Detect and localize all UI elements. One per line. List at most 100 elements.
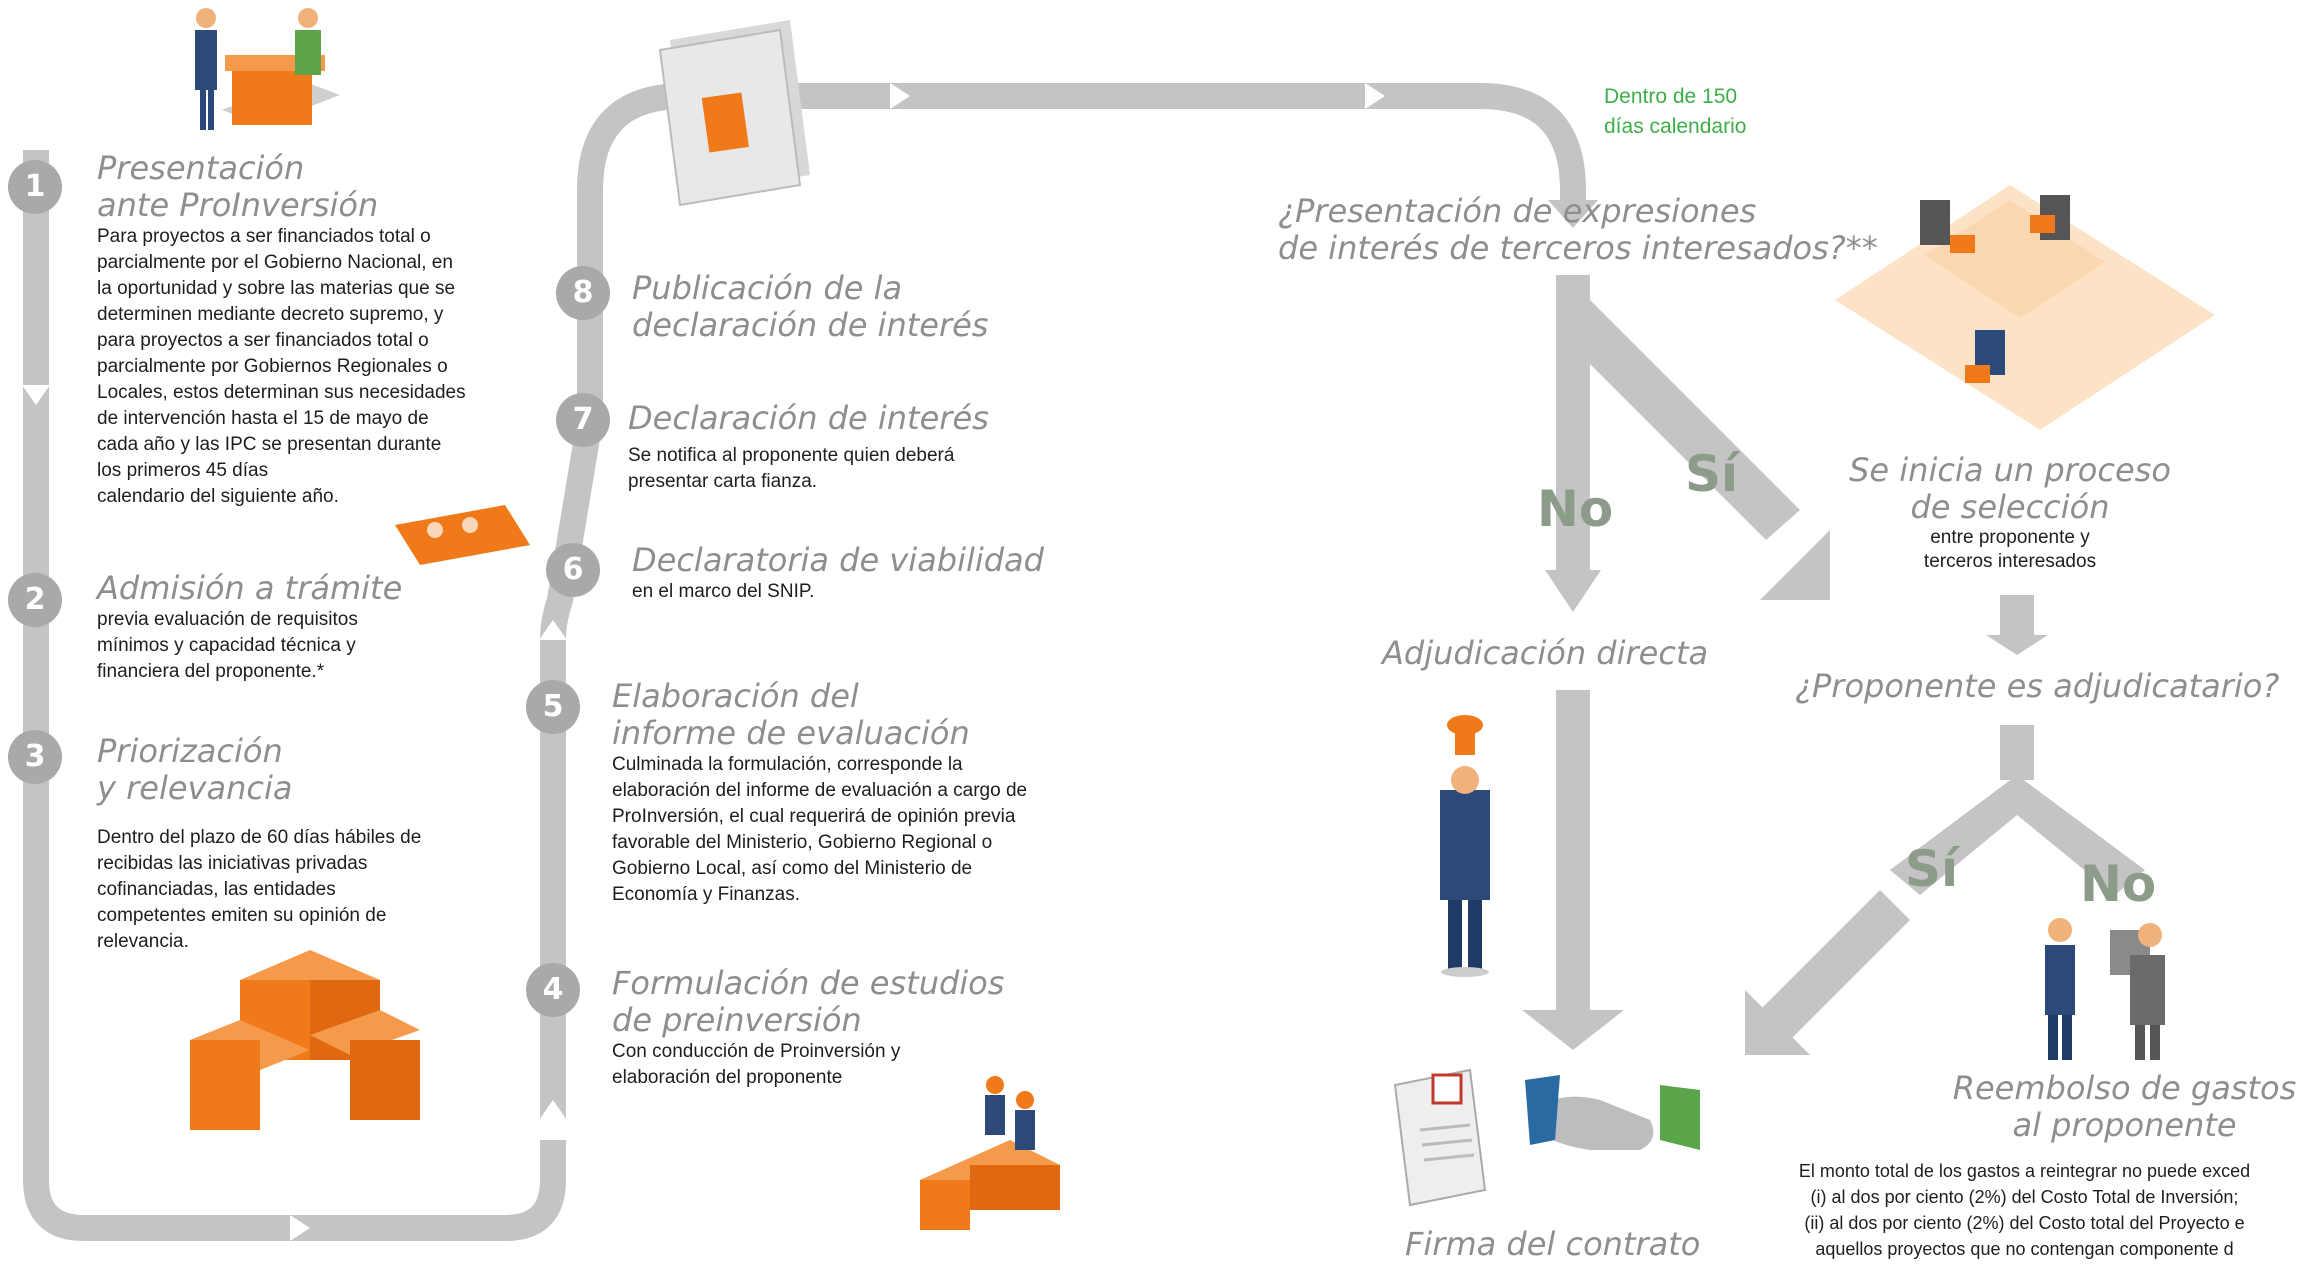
reimbursement-illustration <box>2045 918 2165 1060</box>
presentation-illustration <box>195 8 340 130</box>
step-7-body-line: Se notifica al proponente quien deberá <box>628 444 955 466</box>
arrow-head-q1 <box>1548 200 1598 228</box>
step-4-title-line-1: Formulación de estudios <box>612 964 1005 1002</box>
branch-2-si: Sí <box>1905 840 1959 898</box>
newspaper-illustration <box>658 20 810 207</box>
step-4: Formulación de estudios de preinversión … <box>612 965 1072 1091</box>
question-proponent-winner: ¿Proponente es adjudicatario? <box>1795 667 2280 705</box>
trophy-illustration <box>1440 715 1490 977</box>
selection-sub-line-2: terceros interesados <box>1923 550 2097 572</box>
q2-split-right <box>2017 775 2145 895</box>
step-3-body-line: competentes emiten su opinión de <box>97 904 387 926</box>
step-1-body-line: parcialmente por el Gobierno Nacional, e… <box>97 251 453 273</box>
award-arrow-head <box>1522 1010 1624 1050</box>
step-1: Presentación ante ProInversión Para proy… <box>97 150 537 510</box>
step-5: Elaboración del informe de evaluación Cu… <box>612 678 1112 908</box>
selection-sub-line-1: entre proponente y <box>1930 526 2090 548</box>
step-5-badge: 5 <box>526 680 580 734</box>
step-1-body-line: los primeros 45 días <box>97 459 269 481</box>
flow-path-middle <box>540 83 1586 1120</box>
direct-award: Adjudicación directa <box>1382 634 1709 672</box>
no-arrow-head <box>1545 570 1601 612</box>
step-1-body-line: cada año y las IPC se presentan durante <box>97 433 442 455</box>
step-6-title: Declaratoria de viabilidad <box>632 541 1044 579</box>
step-6-badge: 6 <box>546 543 600 597</box>
step-2: Admisión a trámite previa evaluación de … <box>97 570 517 685</box>
deadline-line-1: Dentro de 150 <box>1604 85 1738 108</box>
chevron-left-1 <box>22 385 50 405</box>
step-5-body-line: favorable del Ministerio, Gobierno Regio… <box>612 831 993 853</box>
step-5-body-line: ProInversión, el cual requerirá de opini… <box>612 805 1016 827</box>
step-5-body-line: Culminada la formulación, corresponde la <box>612 753 963 775</box>
step-1-body-line: Para proyectos a ser financiados total o <box>97 225 431 247</box>
step-7: Declaración de interés Se notifica al pr… <box>628 400 1068 495</box>
reimbursement-title-line-1: Reembolso de gastos <box>1952 1069 2297 1107</box>
si2-arrow-head <box>1745 990 1810 1055</box>
step-2-body-line: previa evaluación de requisitos <box>97 608 358 630</box>
step-3-title-line-1: Priorización <box>97 732 283 770</box>
selection-grid-illustration <box>1835 185 2215 430</box>
step-8-title-line-2: declaración de interés <box>632 305 989 344</box>
question-1-line-2: de interés de terceros interesados?** <box>1278 228 1878 267</box>
contract-signing: Firma del contrato <box>1405 1225 1701 1263</box>
deadline-note: Dentro de 150 días calendario <box>1604 82 1746 142</box>
chevron-up-2 <box>539 620 567 640</box>
reimbursement-body: El monto total de los gastos a reintegra… <box>1750 1158 2299 1262</box>
step-4-badge: 4 <box>526 963 580 1017</box>
branch-2-no: No <box>2080 855 2157 913</box>
branch-1-no: No <box>1537 480 1614 538</box>
step-1-body-line: de intervención hasta el 15 de mayo de <box>97 407 429 429</box>
step-3-badge: 3 <box>8 730 62 784</box>
step-1-body-line: parcialmente por Gobiernos Regionales o <box>97 355 448 377</box>
step-7-body: Se notifica al proponente quien deberá p… <box>628 443 1068 495</box>
reimbursement-body-line: (i) al dos por ciento (2%) del Costo Tot… <box>1810 1187 2239 1207</box>
step-1-title-line-1: Presentación <box>97 149 305 187</box>
step-3-body: Dentro del plazo de 60 días hábiles de r… <box>97 825 537 955</box>
si-branch <box>1556 300 1800 540</box>
document-illustration <box>395 505 530 565</box>
chevron-bottom <box>290 1215 310 1241</box>
step-5-body-line: elaboración del informe de evaluación a … <box>612 779 1028 801</box>
step-5-title-line-1: Elaboración del <box>612 677 859 715</box>
step-5-title-line-2: informe de evaluación <box>612 713 970 752</box>
step-1-body-line: determinen mediante decreto supremo, y <box>97 303 444 325</box>
chevron-top-1 <box>890 83 910 109</box>
podium-illustration <box>190 950 420 1130</box>
step-4-body-line: elaboración del proponente <box>612 1066 843 1088</box>
question-third-parties: ¿Presentación de expresiones de interés … <box>1278 193 1878 267</box>
chevron-up-1 <box>539 1100 567 1120</box>
step-3: Priorización y relevancia Dentro del pla… <box>97 733 537 955</box>
step-4-body: Con conducción de Proinversión y elabora… <box>612 1039 1072 1091</box>
step-6-body-line: en el marco del SNIP. <box>632 580 815 602</box>
step-7-title: Declaración de interés <box>628 399 989 437</box>
step-4-title-line-2: de preinversión <box>612 1000 862 1039</box>
q2-split-left <box>1890 775 2017 895</box>
deadline-line-2: días calendario <box>1604 115 1747 138</box>
step-2-body-line: financiera del proponente.* <box>97 660 325 682</box>
si2-diagonal <box>1760 890 1910 1040</box>
reimbursement-title-line-2: al proponente <box>2012 1105 2237 1144</box>
step-8: Publicación de la declaración de interés <box>632 270 1052 344</box>
chevron-top-2 <box>1365 83 1385 109</box>
step-1-badge: 1 <box>8 160 62 214</box>
selection-title-line-2: de selección <box>1910 487 2110 526</box>
step-1-title-line-2: ante ProInversión <box>97 185 379 224</box>
reimbursement: Reembolso de gastos al proponente <box>1950 1070 2299 1144</box>
step-7-body-line: presentar carta fianza. <box>628 470 818 492</box>
step-1-body-line: para proyectos a ser financiados total o <box>97 329 429 351</box>
award-stem <box>1556 690 1590 1010</box>
step-4-body-line: Con conducción de Proinversión y <box>612 1040 901 1062</box>
selection-process: Se inicia un proceso de selección entre … <box>1830 452 2190 574</box>
step-3-body-line: relevancia. <box>97 930 189 952</box>
reimbursement-body-line: aquellos proyectos que no contengan comp… <box>1815 1239 2234 1259</box>
selection-title-line-1: Se inicia un proceso <box>1849 451 2171 489</box>
q2-stem <box>2000 725 2034 780</box>
branch-1-si: Sí <box>1685 445 1739 503</box>
reimbursement-body-line: (ii) al dos por ciento (2%) del Costo to… <box>1804 1213 2245 1233</box>
step-8-title-line-1: Publicación de la <box>632 269 903 307</box>
reimbursement-body-line: El monto total de los gastos a reintegra… <box>1798 1161 2251 1181</box>
contract-illustration <box>1393 1068 1700 1207</box>
question-1-line-1: ¿Presentación de expresiones <box>1278 192 1757 230</box>
step-5-body-line: Economía y Finanzas. <box>612 883 800 905</box>
step-2-badge: 2 <box>8 573 62 627</box>
